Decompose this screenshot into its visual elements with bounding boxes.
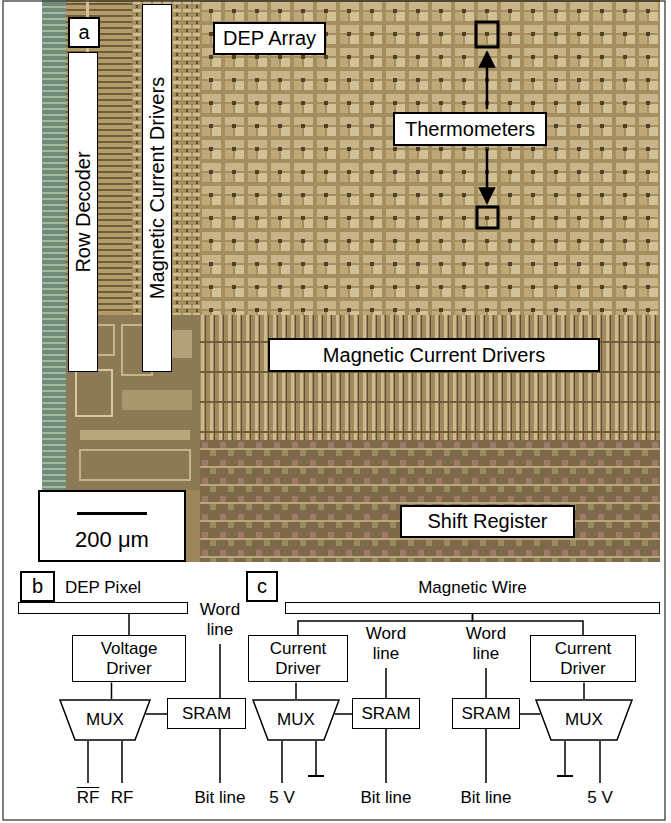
- control-circuit: [122, 390, 192, 410]
- callout-label: Thermometers: [393, 112, 547, 146]
- node-text: SRAM: [182, 704, 231, 724]
- signal-label: RF: [111, 788, 134, 808]
- mux-trapezoid: [253, 700, 339, 740]
- control-circuit: [80, 430, 190, 440]
- electrode-bar: DEP Pixel: [18, 578, 188, 614]
- mux-trapezoid: [60, 700, 150, 740]
- signal-label: Bit line: [460, 788, 511, 808]
- region-label: Row Decoder: [68, 52, 98, 372]
- dep-array-area: [200, 0, 660, 315]
- mux-symbol: MUX: [535, 699, 633, 741]
- leader-arrow: [486, 149, 489, 203]
- region-label: DEP Array: [213, 22, 326, 55]
- connector-line: [335, 713, 352, 715]
- node-text: Row Decoder: [72, 151, 95, 272]
- bit-line-wire: [385, 729, 387, 783]
- chip-ground: [42, 0, 660, 562]
- scale-bar-box: 200 μm: [38, 490, 186, 562]
- node-text: 200 μm: [40, 527, 184, 552]
- region-label: Magnetic Current Drivers: [142, 4, 172, 372]
- node-text: SRAM: [461, 704, 510, 724]
- signal-label: RF: [77, 788, 100, 808]
- driver-box: Current Driver: [248, 635, 348, 682]
- thermometer-marker: [477, 207, 498, 228]
- region-label: Magnetic Current Drivers: [268, 338, 600, 372]
- connector-line: [111, 682, 113, 699]
- supply-wire: [281, 741, 283, 783]
- word-line-wire: [385, 668, 387, 698]
- node-text: b: [32, 575, 43, 598]
- panel-letter: a: [68, 17, 100, 48]
- driver-box: Current Driver: [530, 635, 636, 682]
- connector-line: [583, 682, 585, 699]
- node-text: DEP Pixel: [65, 578, 141, 598]
- wire-bar: Magnetic Wire: [285, 578, 660, 614]
- input-wire: [87, 741, 89, 783]
- bar-outline: [18, 602, 188, 614]
- bit-line-wire: [485, 729, 487, 783]
- node-text: Magnetic Current Drivers: [323, 344, 545, 367]
- ground-symbol: [308, 775, 324, 777]
- signal-label: Word line: [459, 624, 513, 664]
- figure-frame: [3, 1, 665, 820]
- bar-outline: [285, 602, 660, 614]
- horizontal-driver-area: [200, 315, 660, 440]
- mux-symbol: MUX: [252, 699, 340, 741]
- node-text: DEP Array: [223, 27, 316, 50]
- node-text: Magnetic Current Drivers: [146, 77, 169, 299]
- signal-label: Word line: [359, 624, 413, 664]
- connector-line: [295, 682, 297, 699]
- region-label: Shift Register: [400, 505, 575, 538]
- ground-symbol: [557, 775, 573, 777]
- node-text: Magnetic Wire: [418, 578, 527, 598]
- row-decoder-area: [66, 0, 132, 315]
- ground-wire: [564, 741, 566, 776]
- sram-box: SRAM: [452, 698, 520, 729]
- bit-line-wire: [219, 729, 221, 783]
- connector-line: [520, 713, 540, 715]
- node-text: a: [78, 21, 89, 44]
- signal-label: 5 V: [269, 788, 295, 808]
- panel-letter: c: [246, 571, 278, 602]
- panel-letter: b: [20, 571, 55, 602]
- control-circuit: [76, 370, 112, 416]
- signal-label: Bit line: [194, 788, 245, 808]
- connector-line: [128, 614, 130, 635]
- word-line-wire: [219, 644, 221, 698]
- control-circuit: [80, 450, 190, 480]
- shift-register-area: [200, 440, 660, 562]
- node-text: MUX: [277, 710, 315, 730]
- sram-box: SRAM: [352, 698, 420, 729]
- scale-bar-line: [77, 512, 147, 515]
- node-text: c: [257, 575, 267, 598]
- thermometer-marker: [476, 22, 498, 47]
- mux-trapezoid: [536, 700, 632, 740]
- leader-arrow: [486, 52, 489, 109]
- connector-line: [146, 713, 167, 715]
- sram-box: SRAM: [167, 698, 246, 729]
- signal-label: 5 V: [587, 788, 613, 808]
- node-text: SRAM: [361, 704, 410, 724]
- node-text: MUX: [565, 710, 603, 730]
- word-line-wire: [485, 668, 487, 698]
- mux-symbol: MUX: [59, 699, 151, 741]
- driver-box: Voltage Driver: [72, 635, 186, 682]
- signal-label: Word line: [193, 600, 247, 640]
- ground-wire: [315, 741, 317, 776]
- node-text: Voltage Driver: [89, 639, 169, 678]
- node-text: Current Driver: [258, 639, 338, 678]
- node-text: Thermometers: [405, 118, 535, 141]
- signal-label: Bit line: [360, 788, 411, 808]
- node-text: Current Driver: [543, 639, 623, 678]
- supply-wire: [599, 741, 601, 783]
- node-text: MUX: [86, 710, 124, 730]
- chip-edge: [42, 0, 66, 562]
- input-wire: [121, 741, 123, 783]
- node-text: Shift Register: [427, 510, 547, 533]
